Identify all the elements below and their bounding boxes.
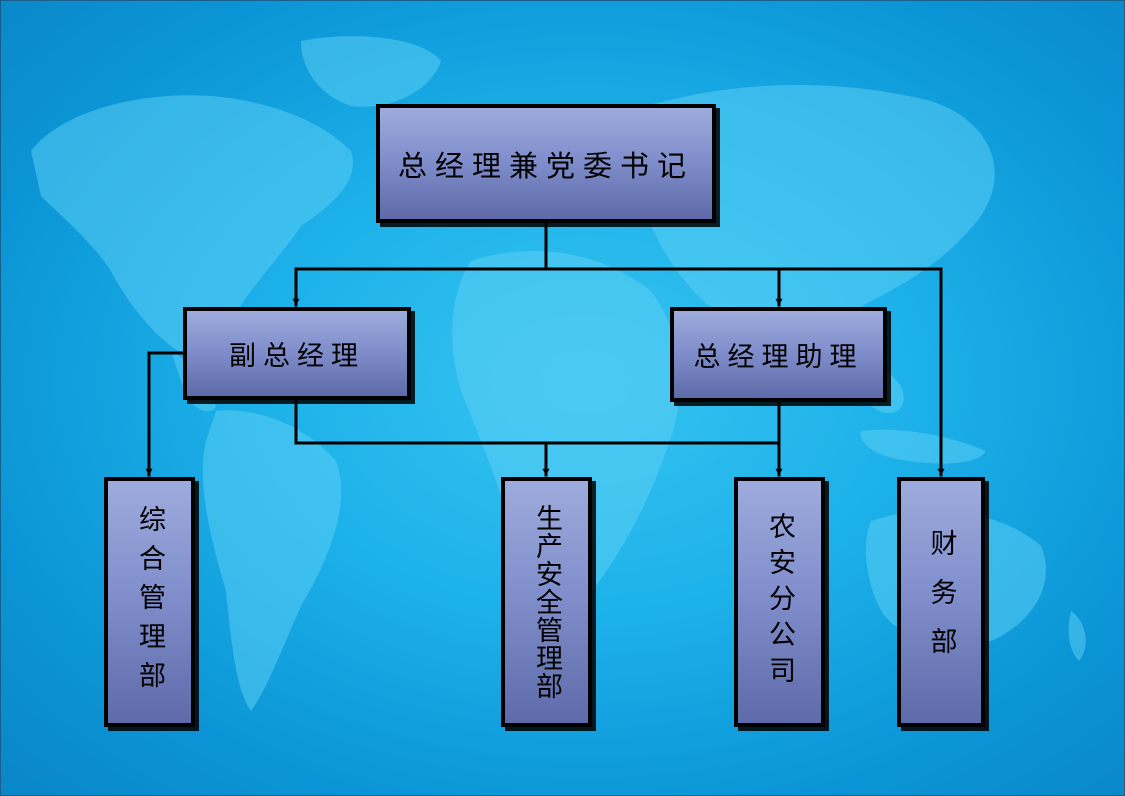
- deputy-gm-label: 副总经理: [229, 341, 365, 372]
- map-indonesia: [860, 429, 986, 464]
- production-safety-dept-box: 生产安全管理部: [501, 477, 592, 727]
- map-greenland: [301, 36, 441, 107]
- general-admin-dept-label: 综合管理部: [134, 504, 165, 700]
- finance-dept-label: 财务部: [925, 528, 957, 676]
- gm-assistant-label: 总经理助理: [693, 342, 864, 373]
- gm-party-secretary-label: 总经理兼党委书记: [397, 148, 694, 183]
- map-asia: [628, 84, 995, 335]
- finance-dept-box: 财务部: [897, 477, 985, 727]
- general-admin-dept-box: 综合管理部: [104, 477, 195, 727]
- production-safety-dept-label: 生产安全管理部: [531, 504, 562, 700]
- agri-safety-branch-box: 农安分公司: [734, 477, 825, 727]
- map-africa: [452, 251, 681, 618]
- map-new-zealand: [1068, 611, 1086, 661]
- deputy-gm-box: 副总经理: [183, 307, 411, 400]
- gm-party-secretary-box: 总经理兼党委书记: [376, 104, 716, 223]
- agri-safety-branch-label: 农安分公司: [764, 512, 795, 692]
- gm-assistant-box: 总经理助理: [670, 307, 887, 402]
- map-north-america: [31, 95, 353, 352]
- map-south-america: [202, 410, 342, 711]
